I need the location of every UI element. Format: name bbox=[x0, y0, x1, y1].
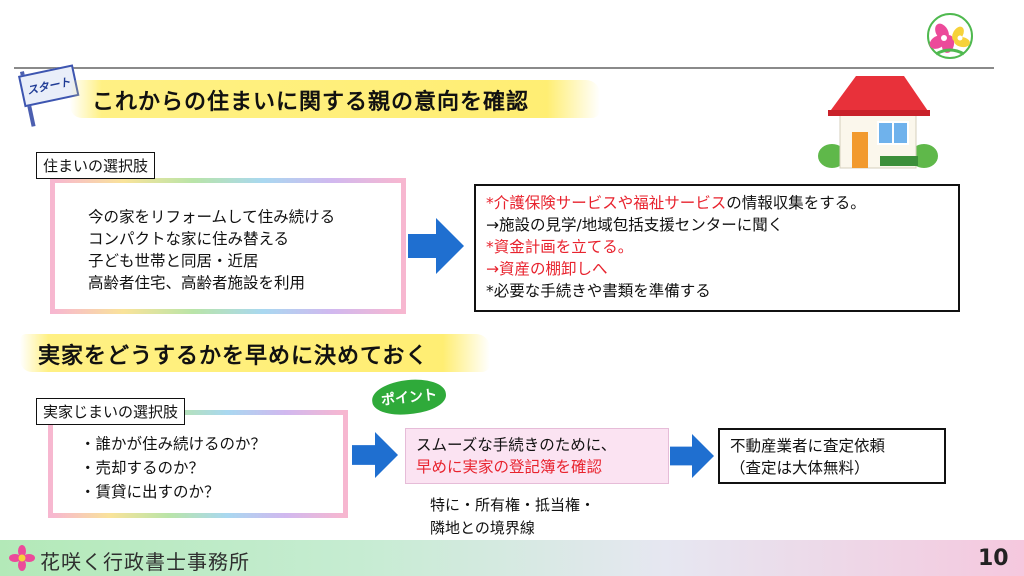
list-item: ・賃貸に出すのか？ bbox=[80, 483, 220, 501]
info-line-4: →資産の棚卸しへ bbox=[486, 260, 608, 278]
heading-parent-intent: これからの住まいに関する親の意向を確認 bbox=[92, 90, 530, 115]
flower-logo-icon bbox=[922, 10, 978, 64]
point-badge: ポイント bbox=[370, 376, 448, 418]
info-line-1: *介護保険サービスや福祉サービスの情報収集をする。 bbox=[486, 194, 866, 212]
info-line-5: *必要な手続きや書類を準備する bbox=[486, 282, 711, 300]
note-line-2: 隣地との境界線 bbox=[430, 519, 535, 537]
header-divider bbox=[14, 67, 994, 69]
heading-highlight bbox=[20, 334, 490, 372]
registry-check-box: スムーズな手続きのために、 早めに実家の登記簿を確認 bbox=[405, 428, 669, 484]
footer-bar bbox=[0, 540, 1024, 576]
heading-highlight bbox=[70, 80, 600, 118]
list-item: 子ども世帯と同居・近居 bbox=[88, 252, 259, 270]
info-line-2: →施設の見学/地域包括支援センターに聞く bbox=[486, 216, 784, 234]
home-options-label: 実家じまいの選択肢 bbox=[36, 398, 186, 425]
list-item: ・売却するのか？ bbox=[80, 459, 205, 477]
registry-line-2: 早めに実家の登記簿を確認 bbox=[416, 458, 603, 476]
appraisal-line-2: （査定は大体無料） bbox=[730, 459, 870, 477]
registry-line-1: スムーズな手続きのために、 bbox=[416, 436, 617, 454]
home-options-frame bbox=[48, 410, 348, 518]
flower-footer-icon bbox=[8, 544, 36, 576]
list-item: 高齢者住宅、高齢者施設を利用 bbox=[88, 274, 306, 292]
list-item: コンパクトな家に住み替える bbox=[88, 230, 290, 248]
registry-note: 特に・所有権・抵当権・ 隣地との境界線 bbox=[430, 494, 595, 540]
housing-options-list: 今の家をリフォームして住み続ける コンパクトな家に住み替える 子ども世帯と同居・… bbox=[88, 206, 335, 294]
home-options-list: ・誰かが住み続けるのか？ ・売却するのか？ ・賃貸に出すのか？ bbox=[80, 432, 266, 504]
house-icon bbox=[812, 70, 942, 174]
page-number: 10 bbox=[978, 546, 1009, 571]
arrow-right-icon bbox=[408, 218, 464, 278]
info-line-3: *資金計画を立てる。 bbox=[486, 238, 634, 256]
office-name: 花咲く行政書士事務所 bbox=[40, 550, 250, 574]
info-box: *介護保険サービスや福祉サービスの情報収集をする。 →施設の見学/地域包括支援セ… bbox=[474, 184, 960, 312]
note-line-1: 特に・所有権・抵当権・ bbox=[430, 496, 596, 514]
appraisal-box: 不動産業者に査定依頼 （査定は大体無料） bbox=[718, 428, 946, 484]
housing-options-label: 住まいの選択肢 bbox=[36, 152, 156, 179]
heading-family-home: 実家をどうするかを早めに決めておく bbox=[38, 344, 429, 369]
list-item: 今の家をリフォームして住み続ける bbox=[88, 208, 336, 226]
list-item: ・誰かが住み続けるのか？ bbox=[80, 435, 267, 453]
appraisal-line-1: 不動産業者に査定依頼 bbox=[730, 437, 886, 455]
arrow-right-icon bbox=[352, 432, 398, 482]
housing-options-frame bbox=[50, 178, 406, 314]
arrow-right-icon bbox=[670, 434, 714, 482]
